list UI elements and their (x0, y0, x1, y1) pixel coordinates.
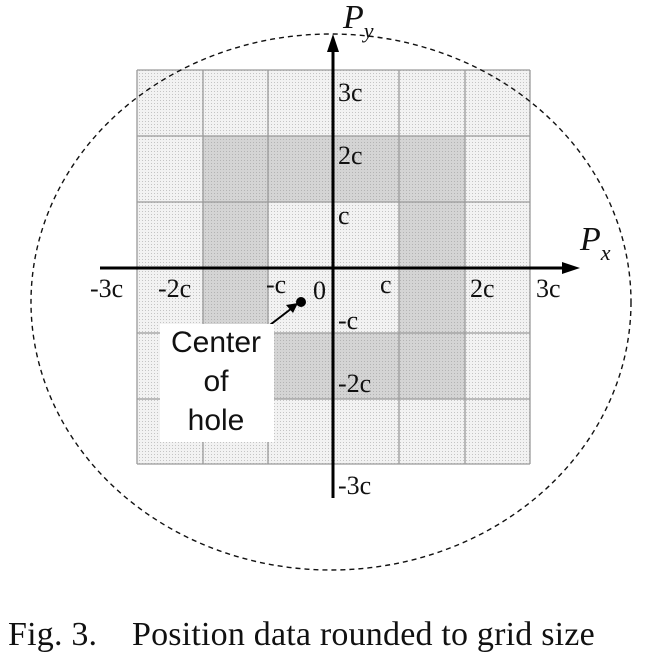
x-axis-label: Px (579, 221, 611, 265)
annotation-line: hole (188, 404, 245, 437)
annotation-line: of (203, 365, 229, 398)
caption-number: Fig. 3. (8, 616, 98, 653)
x-tick-label: 2c (470, 274, 495, 303)
annotation-arrow-icon (286, 303, 298, 313)
x-tick-label: -2c (158, 274, 191, 303)
x-tick-label: 0 (313, 276, 326, 305)
y-tick-label: -c (338, 306, 358, 335)
x-tick-label: 3c (536, 274, 561, 303)
y-tick-label: c (338, 201, 350, 230)
annotation-backdrop (160, 324, 274, 442)
caption-text: Position data rounded to grid size (131, 616, 595, 653)
x-tick-label: c (380, 270, 392, 299)
figure-caption: Fig. 3. Position data rounded to grid si… (8, 616, 648, 654)
y-tick-label: 2c (338, 141, 363, 170)
y-tick-label: -3c (338, 471, 371, 500)
boundary-circle (30, 33, 632, 571)
y-tick-label: 3c (338, 78, 363, 107)
x-tick-label: -3c (90, 274, 123, 303)
annotation-line: Center (171, 326, 261, 359)
hole-center-marker (296, 297, 306, 307)
y-tick-label: -2c (338, 369, 371, 398)
y-axis-label: Py (342, 0, 374, 43)
x-axis-arrow-icon (562, 262, 580, 274)
y-axis-arrow-icon (327, 34, 339, 52)
grid-diagram: Py Px -3c -2c -c 0 c 2c 3c 3c 2c c -c -2… (30, 0, 632, 571)
x-tick-label: -c (266, 270, 286, 299)
